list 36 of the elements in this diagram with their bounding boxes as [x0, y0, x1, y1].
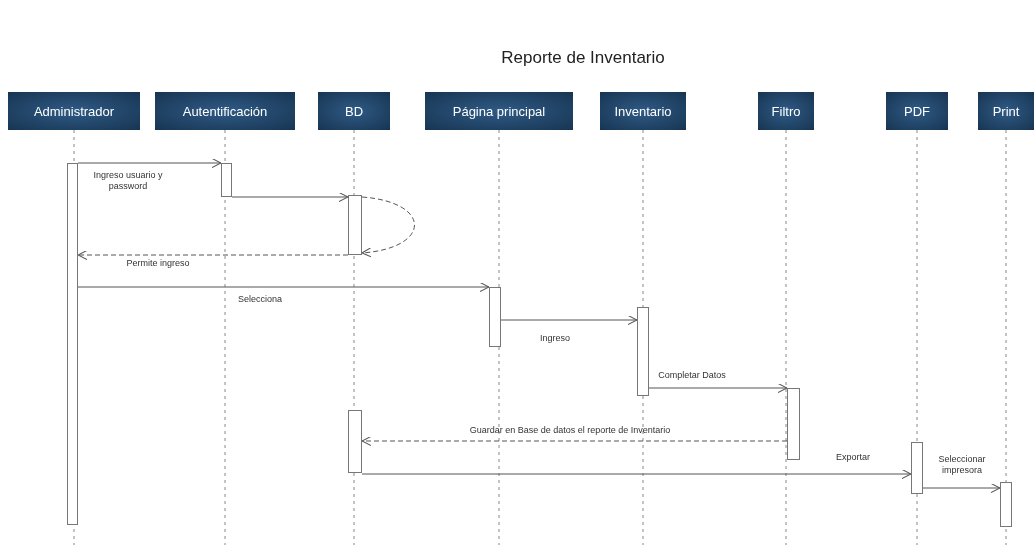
dashed-arrow: [361, 196, 415, 257]
lifeline-header: Inventario: [600, 92, 686, 130]
activation-bar: [221, 163, 232, 197]
lifeline-header: Página principal: [425, 92, 573, 130]
activation-bar: [489, 287, 501, 347]
arrow: [77, 281, 490, 293]
edge-label: Completar Datos: [657, 370, 727, 382]
activation-bar: [67, 163, 78, 525]
edge-label: Seleccionar impresora: [937, 454, 987, 477]
arrow: [231, 191, 349, 203]
dashed-arrow: [77, 249, 349, 261]
activation-bar: [787, 388, 800, 460]
arrow: [922, 482, 1001, 494]
edge-label: Selecciona: [237, 294, 283, 306]
arrow: [648, 382, 788, 394]
dashed-arrow: [361, 435, 788, 447]
activation-bar: [348, 195, 362, 255]
activation-bar: [637, 307, 649, 396]
activation-bar: [911, 442, 923, 494]
lifeline-header: Filtro: [758, 92, 814, 130]
lifeline-header: Administrador: [8, 92, 140, 130]
lifeline-header: BD: [318, 92, 390, 130]
edge-label: Ingreso usuario y password: [92, 170, 164, 193]
arrow: [500, 314, 638, 326]
edge-label: Guardar en Base de datos el reporte de Inventario: [468, 425, 672, 437]
activation-bar: [348, 410, 362, 473]
activation-bar: [1000, 482, 1012, 527]
arrow: [77, 157, 222, 169]
diagram-title: Reporte de Inventario: [500, 48, 666, 68]
lifeline-header: PDF: [886, 92, 948, 130]
edge-label: Permite ingreso: [125, 258, 191, 270]
edge-label: Ingreso: [539, 333, 571, 345]
arrow: [361, 468, 912, 480]
lifeline-header: Autentificación: [155, 92, 295, 130]
edge-label: Exportar: [835, 452, 871, 464]
lifeline-header: Print: [978, 92, 1034, 130]
